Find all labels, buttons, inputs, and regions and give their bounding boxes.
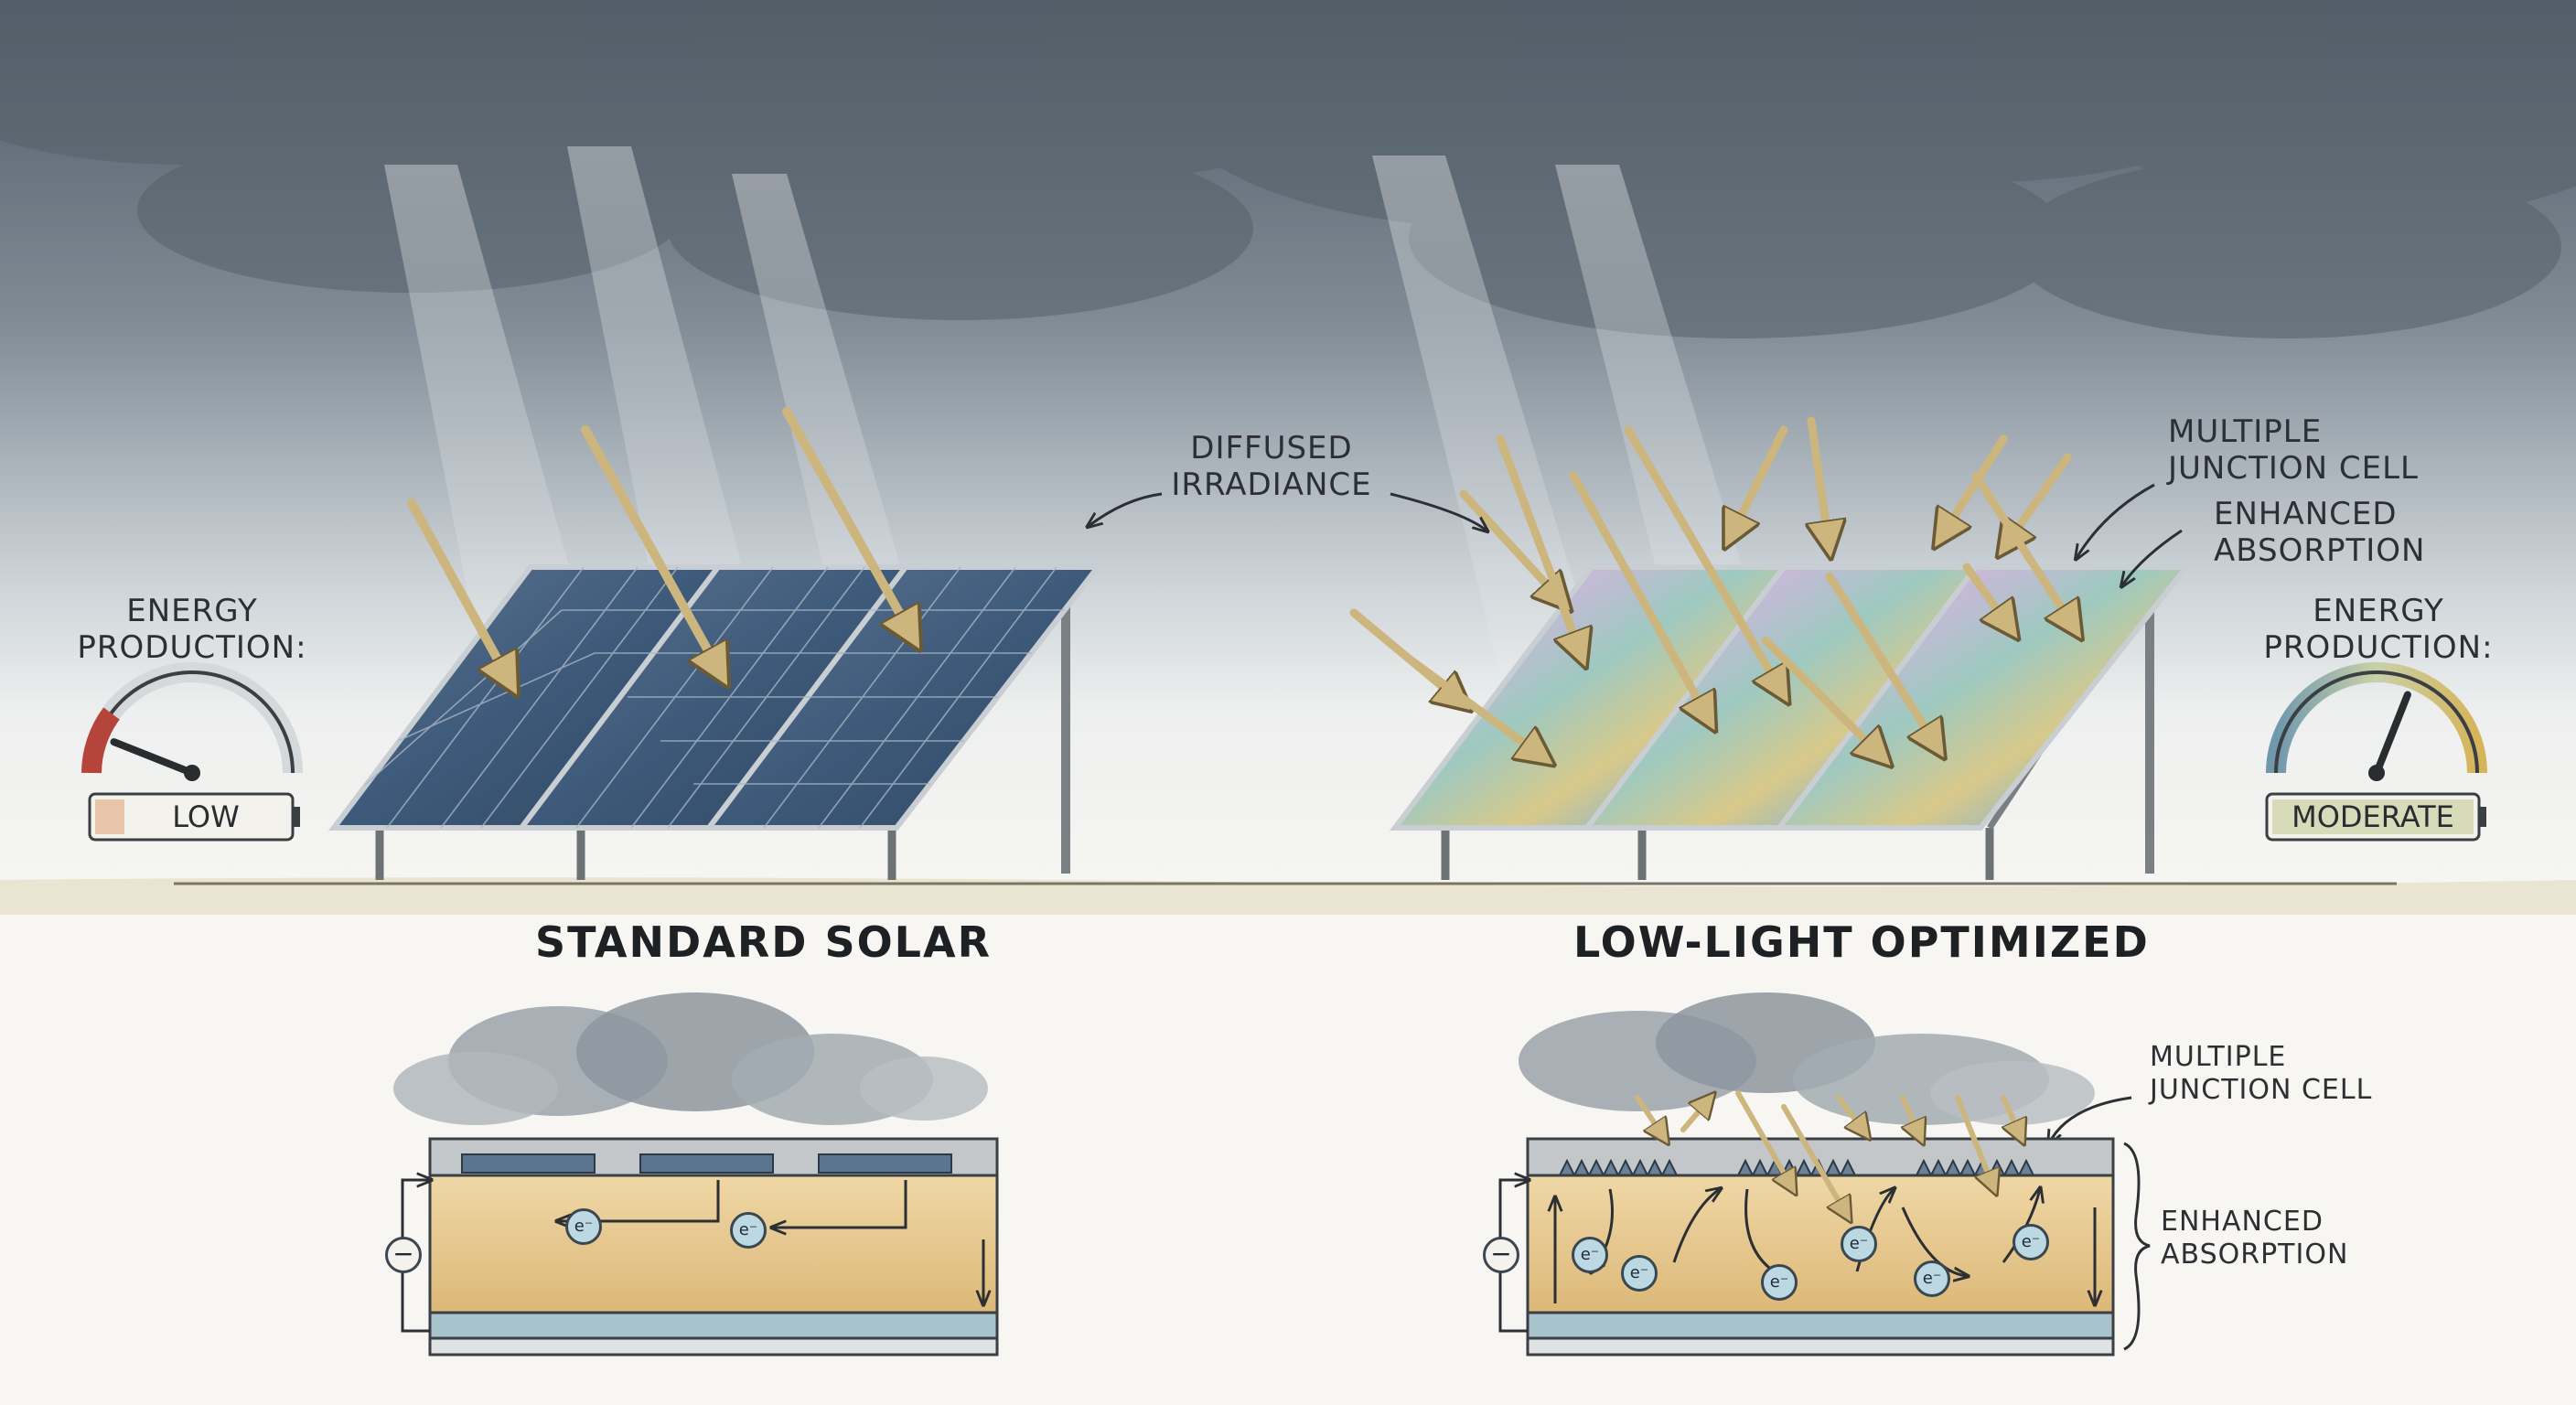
electron-badge: e⁻ — [1841, 1226, 1877, 1262]
ea-top-line-2: ABSORPTION — [2214, 532, 2426, 569]
energy-gauge-right — [2265, 662, 2487, 842]
mj-top-line-2: JUNCTION CELL — [2168, 450, 2419, 487]
ea-top-line-1: ENHANCED — [2214, 496, 2398, 532]
storm-clouds — [0, 0, 2576, 338]
diffused-line-1: DIFFUSED — [1190, 430, 1353, 467]
mj-top-line-1: MULTIPLE — [2168, 413, 2323, 450]
electron-badge: e⁻ — [1621, 1255, 1658, 1292]
electron-badge: e⁻ — [1914, 1260, 1950, 1297]
energy-gauge-left — [81, 662, 303, 842]
gauge-status-right: MODERATE — [2292, 799, 2454, 834]
energy-left-line-2: PRODUCTION: — [77, 629, 307, 666]
electron-badge: e⁻ — [1572, 1237, 1608, 1273]
ground — [0, 877, 2576, 915]
electron-badge: e⁻ — [2012, 1224, 2049, 1260]
gauge-status-left: LOW — [172, 799, 240, 834]
gauge-needle-left — [110, 738, 196, 777]
diffused-irradiance-label: DIFFUSED IRRADIANCE — [1171, 430, 1372, 503]
enhanced-absorption-top-label: ENHANCED ABSORPTION — [2214, 496, 2425, 569]
energy-left-line-1: ENERGY — [126, 593, 258, 629]
mj-bottom-line-1: MULTIPLE — [2150, 1041, 2287, 1073]
standard-sunlight-arrows — [407, 407, 915, 686]
energy-right-line-2: PRODUCTION: — [2263, 629, 2494, 666]
electron-badge: e⁻ — [1761, 1264, 1798, 1301]
mj-bottom-line-2: JUNCTION CELL — [2150, 1074, 2373, 1106]
enhanced-absorption-bottom-label: ENHANCED ABSORPTION — [2161, 1206, 2348, 1271]
standard-cell-cross-section — [393, 992, 999, 1357]
electron-badge: e⁻ — [565, 1208, 602, 1245]
energy-right-line-1: ENERGY — [2313, 593, 2444, 629]
low-light-optimized-title: LOW-LIGHT OPTIMIZED — [1573, 917, 2150, 967]
standard-solar-array — [327, 564, 1104, 880]
optimized-sunlight-arrows — [1349, 416, 2077, 759]
ea-bottom-line-2: ABSORPTION — [2161, 1239, 2349, 1271]
energy-production-right-label: ENERGY PRODUCTION: — [2250, 593, 2506, 666]
diffused-line-2: IRRADIANCE — [1171, 467, 1372, 503]
standard-solar-title: STANDARD SOLAR — [535, 917, 993, 967]
optimized-cell-cross-section — [1498, 992, 2151, 1357]
callout-arrows — [1089, 483, 2183, 1143]
minus-terminal-icon: − — [1483, 1237, 1519, 1273]
electron-badge: e⁻ — [730, 1212, 767, 1249]
multiple-junction-top-label: MULTIPLE JUNCTION CELL — [2168, 413, 2419, 487]
gauge-needle-right — [2373, 691, 2411, 777]
energy-production-left-label: ENERGY PRODUCTION: — [73, 593, 311, 666]
minus-terminal-icon: − — [385, 1237, 422, 1273]
ea-bottom-line-1: ENHANCED — [2161, 1206, 2324, 1238]
multiple-junction-bottom-label: MULTIPLE JUNCTION CELL — [2150, 1041, 2372, 1107]
